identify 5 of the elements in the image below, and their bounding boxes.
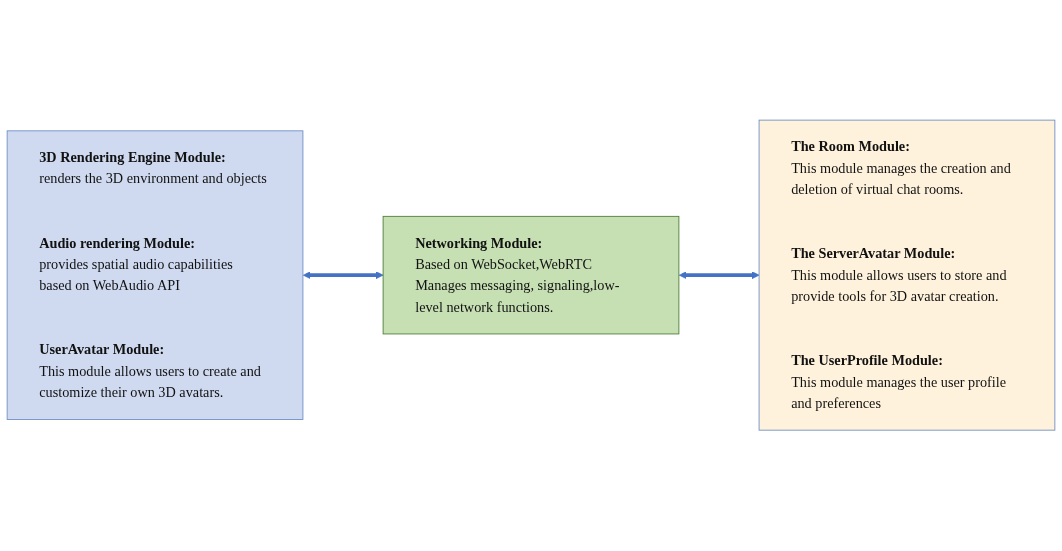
node-box: 3D Rendering Engine Module: renders the 3D environment and objects Audio rendering Module: provides spatial audio capabilities based on WebAudio API UserAvatar Module: This module allows users to create and customize their own 3D avatars. [6,130,304,421]
node-box: Networking Module: Based on WebSocket,WebRTC Manages messaging, signaling,low-level network functions. [382,216,680,335]
arrow [678,271,760,280]
arrow [302,271,384,280]
node-box: The Room Module: This module manages the creation and deletion of virtual chat rooms. The ServerAvatar Module: This module allows users to store and provide tools for 3D avatar creation. The UserProfile Module: This module manages the user profile and preferences [758,120,1056,431]
